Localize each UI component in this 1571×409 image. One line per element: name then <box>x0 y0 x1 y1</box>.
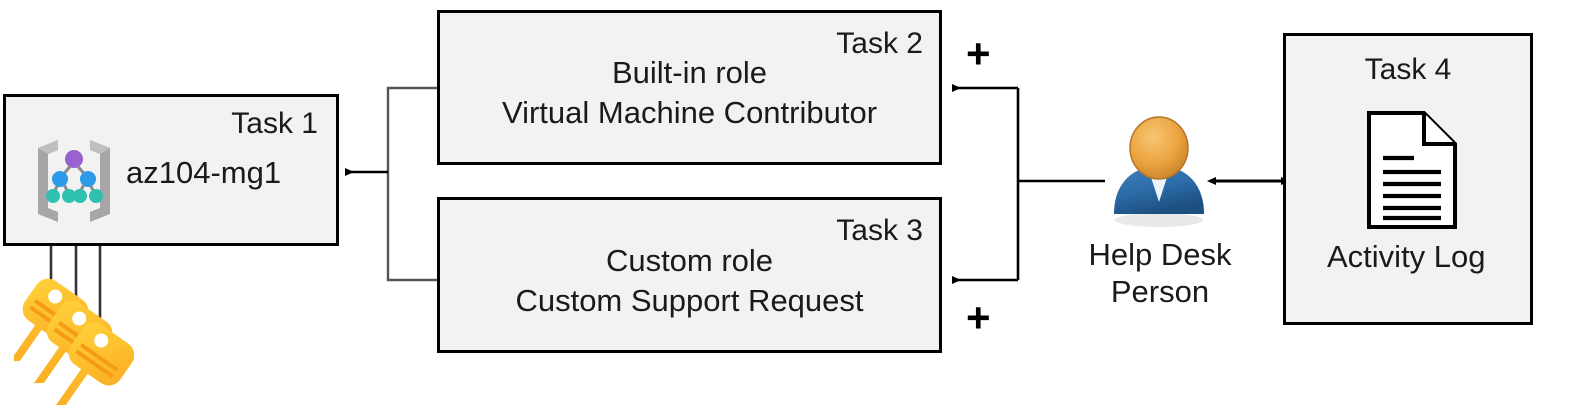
task3-box[interactable]: Task 3 Custom role Custom Support Reques… <box>437 197 942 353</box>
task4-corner-label: Task 4 <box>1364 53 1452 86</box>
task2-line1: Built-in role <box>611 55 768 90</box>
task1-box[interactable]: Task 1 <box>3 94 339 246</box>
person-caption-line1: Help Desk <box>1088 237 1232 272</box>
plus-top-operator: + <box>966 30 991 77</box>
user-person-icon <box>1104 116 1214 228</box>
task4-caption: Activity Log <box>1327 239 1486 274</box>
keys-icon <box>9 277 135 409</box>
task2-box[interactable]: Task 2 Built-in role Virtual Machine Con… <box>437 10 942 165</box>
task3-line2: Custom Support Request <box>515 283 864 318</box>
task1-corner-label: Task 1 <box>231 107 318 140</box>
management-group-icon <box>28 134 124 226</box>
plus-bottom-operator: + <box>966 294 991 341</box>
task3-corner-label: Task 3 <box>836 214 923 247</box>
task2-line2: Virtual Machine Contributor <box>501 95 878 130</box>
person-caption: Help Desk Person <box>1060 236 1260 310</box>
task2-corner-label: Task 2 <box>836 27 923 60</box>
roles-to-scope-connector <box>345 86 437 282</box>
person-caption-line2: Person <box>1110 274 1210 310</box>
task3-line1: Custom role <box>605 243 774 278</box>
task1-node-label: az104-mg1 <box>126 155 282 190</box>
document-icon <box>1366 110 1458 230</box>
